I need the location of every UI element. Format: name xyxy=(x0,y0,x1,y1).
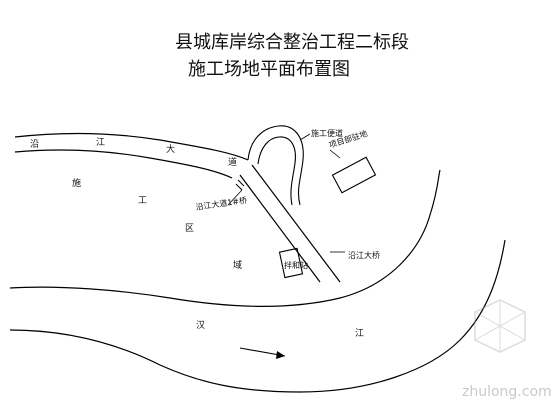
site-char-1: 施 xyxy=(72,177,81,189)
river-char-2: 江 xyxy=(355,328,364,339)
leader-access-road xyxy=(299,133,311,141)
access-road-outer xyxy=(247,125,304,206)
site-char-2: 工 xyxy=(138,196,147,206)
leader-bridge1 xyxy=(227,189,243,206)
project-dept-box xyxy=(331,156,377,194)
river-bank-upper xyxy=(9,169,441,307)
mixing-station-box xyxy=(278,247,304,279)
road-char-4: 道 xyxy=(228,156,237,168)
road-char-3: 大 xyxy=(166,143,175,155)
plan-title-line2: 施工场地平面布置图 xyxy=(188,59,350,80)
site-char-4: 域 xyxy=(233,259,242,271)
plan-title-line1: 县城库岸综合整治工程二标段 xyxy=(175,32,409,53)
river-char-1: 汉 xyxy=(196,320,205,331)
flow-direction-arrow xyxy=(239,347,286,359)
mixing-station-label: 拌和站 xyxy=(284,260,308,270)
bridge1-mark-b xyxy=(235,183,243,191)
bridge-edge-left xyxy=(239,174,321,283)
main-road-lower-edge xyxy=(14,149,233,179)
bridge1-label: 沿江大道1#桥 xyxy=(195,195,248,212)
bridge2-label: 沿江大桥 xyxy=(348,250,380,260)
watermark-logo xyxy=(474,299,526,353)
road-char-2: 江 xyxy=(96,137,105,148)
access-road-label: 施工便道 xyxy=(311,128,343,138)
watermark-text: zhulong.com xyxy=(462,384,552,400)
access-road-inner xyxy=(257,136,296,206)
bridge-edge-right xyxy=(251,164,341,283)
road-char-1: 沿 xyxy=(30,139,39,150)
bridge1-mark-a xyxy=(237,179,245,187)
site-char-3: 区 xyxy=(185,223,194,234)
main-road-upper-edge xyxy=(14,132,249,161)
leader-project-dept xyxy=(329,149,341,159)
river-bank-lower xyxy=(9,239,506,393)
